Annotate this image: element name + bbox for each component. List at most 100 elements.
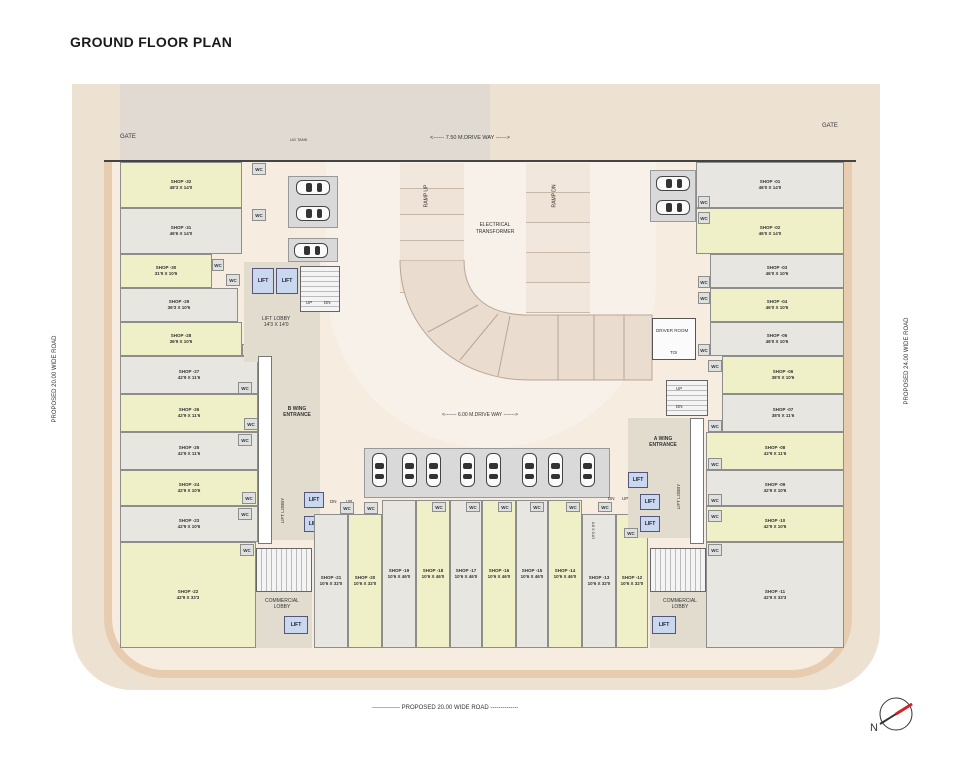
lift-icon: LIFT	[640, 516, 660, 532]
wc-left: WC	[252, 209, 266, 221]
car-icon	[460, 453, 475, 487]
lift-icon: LIFT	[252, 268, 274, 294]
road-bottom-label: -------------- PROPOSED 20.00 WIDE ROAD …	[372, 705, 519, 711]
wc-right: WC	[698, 292, 710, 304]
ramp-dn-label: RAMP DN	[551, 184, 558, 208]
ramp-down	[526, 163, 590, 313]
wc-right: WC	[598, 502, 612, 512]
wc-right: WC	[698, 196, 710, 208]
wc-right: WC	[698, 344, 710, 356]
wc-left: WC	[238, 382, 252, 394]
gap-size-label: 16'0 X 8'6	[590, 521, 596, 540]
car-icon	[426, 453, 441, 487]
ug-tank-area	[120, 84, 490, 160]
car-icon	[294, 243, 328, 258]
car-icon	[486, 453, 501, 487]
page-title: GROUND FLOOR PLAN	[70, 34, 233, 50]
b-wing-corridor	[258, 356, 272, 544]
dn-label: DN	[330, 499, 337, 504]
commercial-lobby-left-label: COMMERCIAL LOBBY	[265, 598, 299, 610]
dn-label: DN	[324, 300, 331, 305]
car-icon	[296, 206, 330, 221]
ug-tank-label: UG TANK	[290, 137, 308, 142]
up-label: UP	[306, 300, 313, 305]
wc-left: WC	[226, 274, 240, 286]
car-icon	[372, 453, 387, 487]
lift-lobby-vert-right: LIFT LOBBY	[676, 483, 682, 510]
car-icon	[580, 453, 595, 487]
stair-left-lower	[256, 548, 312, 592]
toilet-label: TOI	[670, 350, 678, 355]
wc-left: WC	[252, 163, 266, 175]
wc-bottom: WC	[498, 502, 512, 512]
wc-left: WC	[242, 492, 256, 504]
north-label: N	[870, 722, 878, 734]
wc-right: WC	[624, 528, 638, 538]
dn-label: DN	[676, 404, 683, 409]
wc-bottom: WC	[466, 502, 480, 512]
stair-left	[300, 266, 340, 312]
wc-right: WC	[708, 420, 722, 432]
car-icon	[548, 453, 563, 487]
b-wing-label: B WING ENTRANCE	[283, 406, 311, 418]
stair-right-lower	[650, 548, 706, 592]
commercial-lobby-right-label: COMMERCIAL LOBBY	[663, 598, 697, 610]
car-icon	[296, 180, 330, 195]
road-left-label: PROPOSED 20.00 WIDE ROAD	[52, 335, 58, 423]
lift-icon: LIFT	[640, 494, 660, 510]
wc-left: WC	[212, 259, 224, 271]
stair-right	[666, 380, 708, 416]
wc-bottom: WC	[530, 502, 544, 512]
wc-right: WC	[708, 494, 722, 506]
lift-icon: LIFT	[628, 472, 648, 488]
gate-left-label: GATE	[120, 134, 136, 140]
wc-left: WC	[340, 502, 354, 514]
wc-bottom: WC	[566, 502, 580, 512]
wc-left: WC	[238, 508, 252, 520]
gate-line	[104, 160, 856, 162]
a-wing-label: A WING ENTRANCE	[649, 436, 677, 448]
car-icon	[522, 453, 537, 487]
lift-lobby-vert-left: LIFT LOBBY	[280, 497, 286, 524]
drive-way-top-label: <------ 7.50 M.DRIVE WAY ------>	[430, 135, 510, 141]
ramp-curve	[399, 260, 653, 381]
road-right-label: PROPOSED 24.00 WIDE ROAD	[904, 317, 910, 405]
gate-right-label: GATE	[822, 123, 838, 129]
north-arrow-icon	[879, 697, 913, 731]
wc-left: WC	[244, 418, 258, 430]
wc-left: WC	[240, 544, 254, 556]
wc-right: WC	[698, 276, 710, 288]
driver-room-label: DRIVER ROOM	[656, 328, 689, 333]
b-wing-entrance	[272, 360, 320, 540]
wc-right: WC	[708, 458, 722, 470]
a-wing-corridor	[690, 418, 704, 544]
